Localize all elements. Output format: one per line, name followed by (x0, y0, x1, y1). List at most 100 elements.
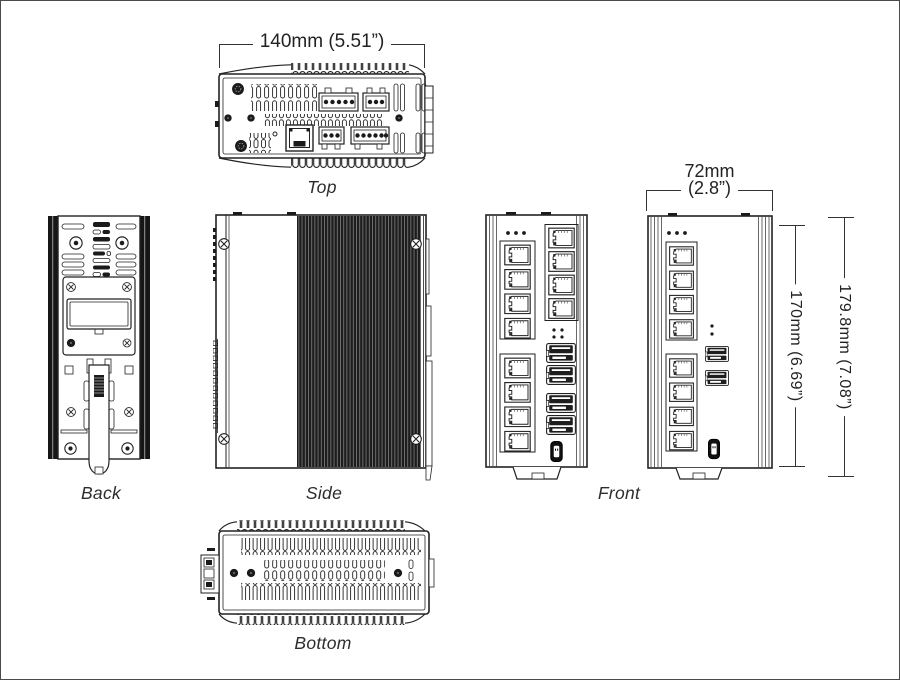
back-view-drawing (48, 215, 150, 475)
clip-end-profile (428, 558, 435, 588)
screw-phillips (66, 282, 76, 292)
sfp-port (705, 369, 729, 387)
back-view-side-rails (48, 216, 150, 459)
terminal-block-3pin (318, 126, 345, 150)
reset-pinhole (272, 131, 278, 137)
top-view-left-edge-tabs (215, 101, 219, 127)
rj45-port (669, 382, 694, 402)
screw-ring (64, 442, 77, 455)
screw-torx (231, 82, 245, 96)
dimension-extension-line (772, 191, 773, 211)
sfp-port (546, 365, 576, 385)
sfp-port (546, 393, 576, 413)
rj45-port (669, 406, 694, 427)
dimension-height-overall-text: 179.8mm (7.08”) (835, 278, 853, 416)
back-mount-panel (62, 276, 136, 356)
screw (246, 568, 256, 578)
screw (229, 568, 239, 578)
top-view-inner-edge (222, 77, 422, 155)
din-clip-bottom-profile (200, 548, 220, 600)
dimension-width-top-text: 140mm (5.51”) (259, 31, 385, 52)
din-rail-clip (86, 358, 112, 475)
rj45-port (504, 381, 531, 403)
back-view-vent-slots (61, 222, 137, 277)
din-clip-edge (424, 85, 434, 154)
bottom-view-drawing (200, 520, 435, 625)
side-view-heatsink (297, 216, 421, 467)
rj45-port (504, 430, 531, 452)
screw (247, 114, 255, 122)
din-clip-tab (675, 467, 723, 480)
rj45-port (669, 430, 694, 451)
rj45-port-group (499, 353, 536, 453)
front-view-1-drawing (485, 212, 588, 480)
dimension-height-overall: 179.8mm (7.08”) (828, 217, 862, 477)
screw-phillips (218, 433, 230, 445)
front1-top-tabs (506, 212, 551, 215)
sfp-status-leds (552, 328, 564, 339)
screw-phillips (122, 338, 132, 348)
console-rj45-port (285, 124, 314, 152)
dimension-extension-line (828, 217, 854, 218)
screw-ring (121, 442, 134, 455)
dimension-width-front: 72mm (2.8”) (646, 161, 774, 211)
usb-port (708, 438, 720, 460)
rj45-port (504, 317, 531, 339)
screw-ring (115, 236, 129, 250)
side-view-terminal-profile (213, 339, 218, 433)
din-clip-tab (512, 466, 562, 480)
rj45-port (504, 406, 531, 428)
rj45-port-group (665, 241, 698, 341)
sfp-port (546, 415, 576, 435)
top-view-heatsink-fins (218, 63, 426, 169)
screw (393, 568, 403, 578)
status-leds (506, 231, 526, 235)
rj45-port (669, 246, 694, 266)
side-view-top-tabs (233, 212, 296, 215)
screw-phillips (410, 238, 422, 250)
dimension-line: (2.8”) (646, 178, 774, 200)
dimension-extension-line (646, 191, 647, 211)
top-view-vent-slots (249, 83, 427, 154)
screw-phillips (122, 282, 132, 292)
side-view-left-ticks (213, 228, 216, 281)
rj45-port (669, 358, 694, 378)
dimension-extension-line (779, 466, 805, 467)
sfp-port (546, 343, 576, 363)
clip-spring (94, 375, 104, 397)
dimension-height-body-text: 170mm (6.69”) (786, 284, 804, 408)
screw-ring (69, 236, 83, 250)
rj45-port (504, 357, 531, 379)
dimension-line: 140mm (5.51”) (219, 31, 426, 54)
front1-side-rails (489, 215, 584, 467)
front2-top-tabs (668, 213, 750, 216)
status-leds (667, 231, 687, 235)
clip-tab (94, 466, 104, 475)
dimension-extension-line (828, 476, 854, 477)
bottom-view-inner-edge (222, 534, 426, 611)
screw (224, 114, 232, 122)
dimension-extension-line (779, 225, 805, 226)
screw-phillips (124, 407, 134, 417)
back-view-label: Back (80, 483, 122, 503)
dimension-width-top: 140mm (5.51”) (219, 31, 426, 68)
bottom-view-heatsink-fins (218, 520, 426, 625)
bottom-view-label: Bottom (294, 633, 352, 653)
screw-phillips (218, 238, 230, 250)
terminal-block-6pin (350, 126, 390, 150)
front2-body (647, 215, 773, 469)
rj45-port (548, 227, 575, 249)
screw-phillips (410, 433, 422, 445)
rj45-port (669, 294, 694, 315)
top-view-drawing (215, 63, 434, 169)
terminal-block-3pin (362, 87, 390, 112)
bottom-view-vent-slots (241, 538, 421, 600)
rj45-port (548, 251, 575, 272)
rj45-port-group (499, 240, 536, 340)
dimension-extension-line (219, 44, 220, 68)
rj45-port (669, 319, 694, 339)
screw (66, 338, 76, 348)
rj45-port (504, 293, 531, 315)
dimension-height-body: 170mm (6.69”) (779, 225, 813, 467)
